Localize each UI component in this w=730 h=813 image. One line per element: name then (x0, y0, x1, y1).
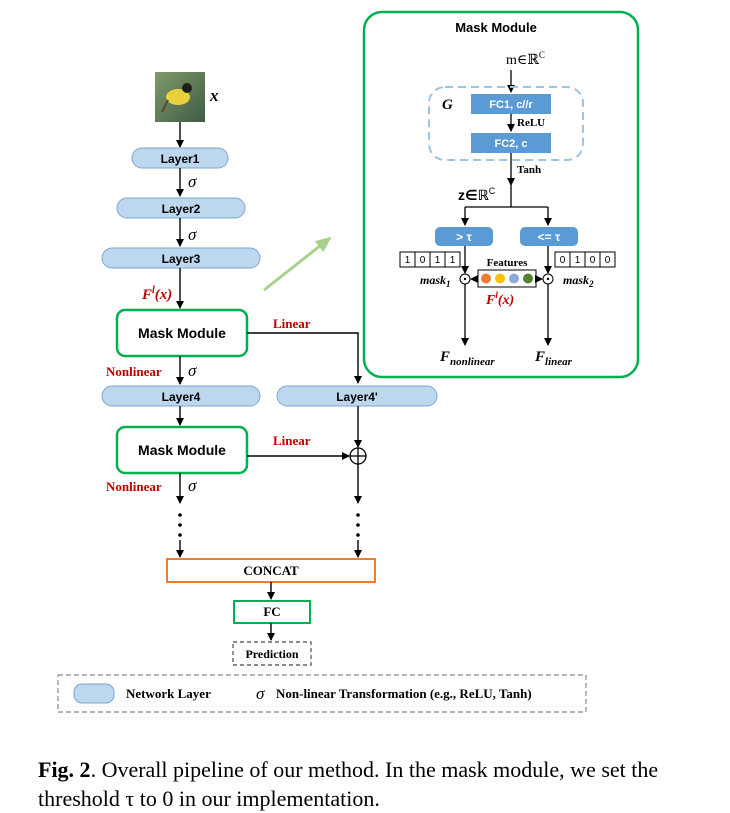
feature-label-fl: Fl(x) (141, 285, 172, 303)
g-label: G (442, 97, 453, 113)
pipeline-diagram: x Layer1 σ Layer2 σ Layer3 Fl(x) Mask Mo… (57, 10, 640, 713)
gt-threshold-label: > τ (456, 230, 472, 244)
mask2-bit: 1 (575, 255, 581, 266)
layer2-box (116, 197, 246, 219)
mask-module-1-label: Mask Module (138, 325, 226, 341)
mask2-bit: 0 (560, 255, 566, 266)
mask-module-inset (362, 10, 640, 379)
linear-label-2: Linear (273, 433, 311, 448)
sigma-3: σ (188, 361, 197, 380)
mask1-bit: 1 (450, 255, 456, 266)
input-image (155, 72, 205, 122)
legend-box (57, 674, 587, 713)
features-label: Features (487, 257, 528, 269)
layer2-label: Layer2 (162, 202, 201, 216)
le-threshold-box (520, 227, 578, 246)
feature-dot (495, 273, 505, 284)
odot-left (459, 273, 471, 285)
sigma-4: σ (188, 476, 197, 495)
sigma-1: σ (188, 172, 197, 191)
mask1-label: mask1 (420, 273, 451, 289)
caption-text: . Overall pipeline of our method. In the… (38, 757, 659, 811)
ellipsis-right (356, 513, 360, 537)
gt-threshold-box (435, 227, 493, 246)
sum-node (349, 447, 367, 465)
feature-dots (481, 273, 533, 284)
odot-right (542, 273, 554, 285)
legend-nonlinear-text: Non-linear Transformation (e.g., ReLU, T… (276, 686, 532, 701)
mask1-bit: 1 (435, 255, 441, 266)
legend-layer-swatch (73, 683, 115, 704)
arrow-linear-1 (247, 332, 362, 384)
g-group (428, 86, 584, 161)
fc2-box (471, 133, 551, 153)
feature-dot (523, 273, 533, 284)
inset-feature-label: Fl(x) (485, 290, 514, 308)
mask-module-2 (115, 425, 249, 475)
fc2-label: FC2, c (494, 138, 527, 150)
tanh-label: Tanh (517, 164, 541, 176)
mask2-vector: 0 1 0 0 (554, 251, 616, 268)
inset-title: Mask Module (455, 20, 537, 35)
layer3-box (101, 247, 261, 269)
prediction-label: Prediction (245, 647, 298, 661)
layer4-label: Layer4 (162, 390, 201, 404)
prediction-box (232, 641, 312, 666)
layer4-prime-box (276, 385, 438, 407)
relu-label: ReLU (517, 117, 545, 129)
mask2-bit: 0 (605, 255, 611, 266)
mask1-vector: 1 0 1 1 (399, 251, 461, 268)
fc1-label: FC1, c//r (489, 99, 533, 111)
linear-label-1: Linear (273, 316, 311, 331)
layer4-box (101, 385, 261, 407)
fc-label: FC (263, 604, 280, 619)
mask2-bit: 0 (590, 255, 596, 266)
nonlinear-label-1: Nonlinear (106, 364, 162, 379)
mask1-bit: 0 (420, 255, 426, 266)
feature-dot (481, 273, 491, 284)
mask1-bit: 1 (405, 255, 411, 266)
figure-caption: Fig. 2. Overall pipeline of our method. … (38, 755, 718, 813)
f-linear-label: Flinear (534, 349, 573, 368)
zoom-pointer-arrow (263, 236, 332, 292)
caption-label: Fig. 2 (38, 757, 91, 782)
legend-sigma: σ (256, 684, 265, 703)
nonlinear-label-2: Nonlinear (106, 479, 162, 494)
z-label: z∈ℝC (458, 186, 496, 203)
layer3-label: Layer3 (162, 252, 201, 266)
input-var-x: x (209, 86, 219, 105)
f-nonlinear-label: Fnonlinear (439, 349, 495, 368)
fc1-box (471, 94, 551, 114)
ellipsis-left (178, 513, 182, 537)
mask2-label: mask2 (563, 273, 594, 289)
layer1-label: Layer1 (161, 152, 200, 166)
layer4-prime-label: Layer4' (336, 390, 378, 404)
concat-label: CONCAT (243, 563, 299, 578)
fc-box (233, 600, 311, 624)
legend-network-layer: Network Layer (126, 686, 211, 701)
inset-m-input: m∈ℝC (506, 50, 545, 68)
le-threshold-label: <= τ (538, 230, 561, 244)
feature-dot (509, 273, 519, 284)
sigma-2: σ (188, 225, 197, 244)
mask-module-2-label: Mask Module (138, 442, 226, 458)
